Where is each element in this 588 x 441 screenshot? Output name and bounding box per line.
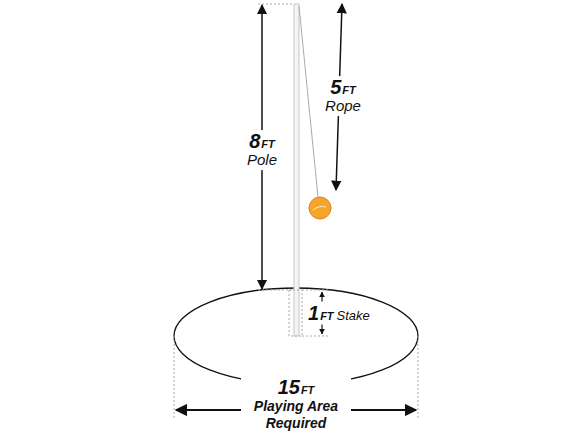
tetherball [309, 197, 331, 219]
pole [294, 4, 299, 336]
rope-label: 5FTRope [322, 76, 364, 116]
stake-outline [289, 290, 302, 336]
dimension-number: 5 [330, 76, 341, 98]
dimension-number: 15 [278, 376, 300, 398]
dimension-number: 1 [308, 302, 319, 324]
dimension-unit: FT [342, 84, 355, 96]
label-line: 1FT Stake [308, 303, 370, 324]
pole-label: 8FTPole [244, 130, 280, 170]
part-name: Rope [325, 97, 361, 114]
label-line: Pole [247, 152, 277, 169]
area-label: 15FTPlaying Area Required [241, 376, 351, 433]
extension-lines [174, 4, 418, 418]
dimension-number: 8 [249, 130, 260, 152]
part-name: Pole [247, 151, 277, 168]
dimension-unit: FT [261, 138, 274, 150]
part-name: Stake [337, 308, 370, 323]
rope [299, 6, 318, 197]
label-line: Playing Area Required [244, 398, 348, 432]
dimension-unit: FT [320, 310, 333, 322]
label-line: 8FT [247, 131, 277, 152]
label-line: 5FT [325, 77, 361, 98]
part-name: Playing Area Required [254, 398, 338, 431]
dimension-unit: FT [301, 384, 314, 396]
label-line: Rope [325, 98, 361, 115]
label-line: 15FT [244, 377, 348, 398]
stake-label: 1FT Stake [305, 302, 373, 325]
